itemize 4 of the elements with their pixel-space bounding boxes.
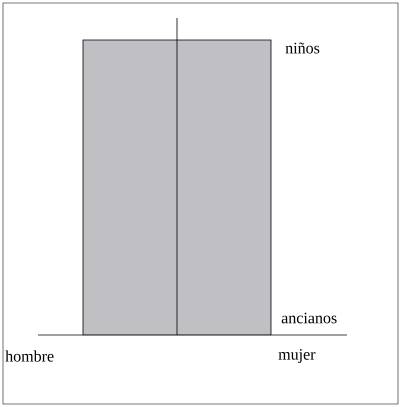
axis-label: ancianos xyxy=(282,312,337,324)
axis-label: mujer xyxy=(278,349,316,363)
axis-label: niños xyxy=(286,42,320,54)
axis-label: hombre xyxy=(5,350,54,362)
